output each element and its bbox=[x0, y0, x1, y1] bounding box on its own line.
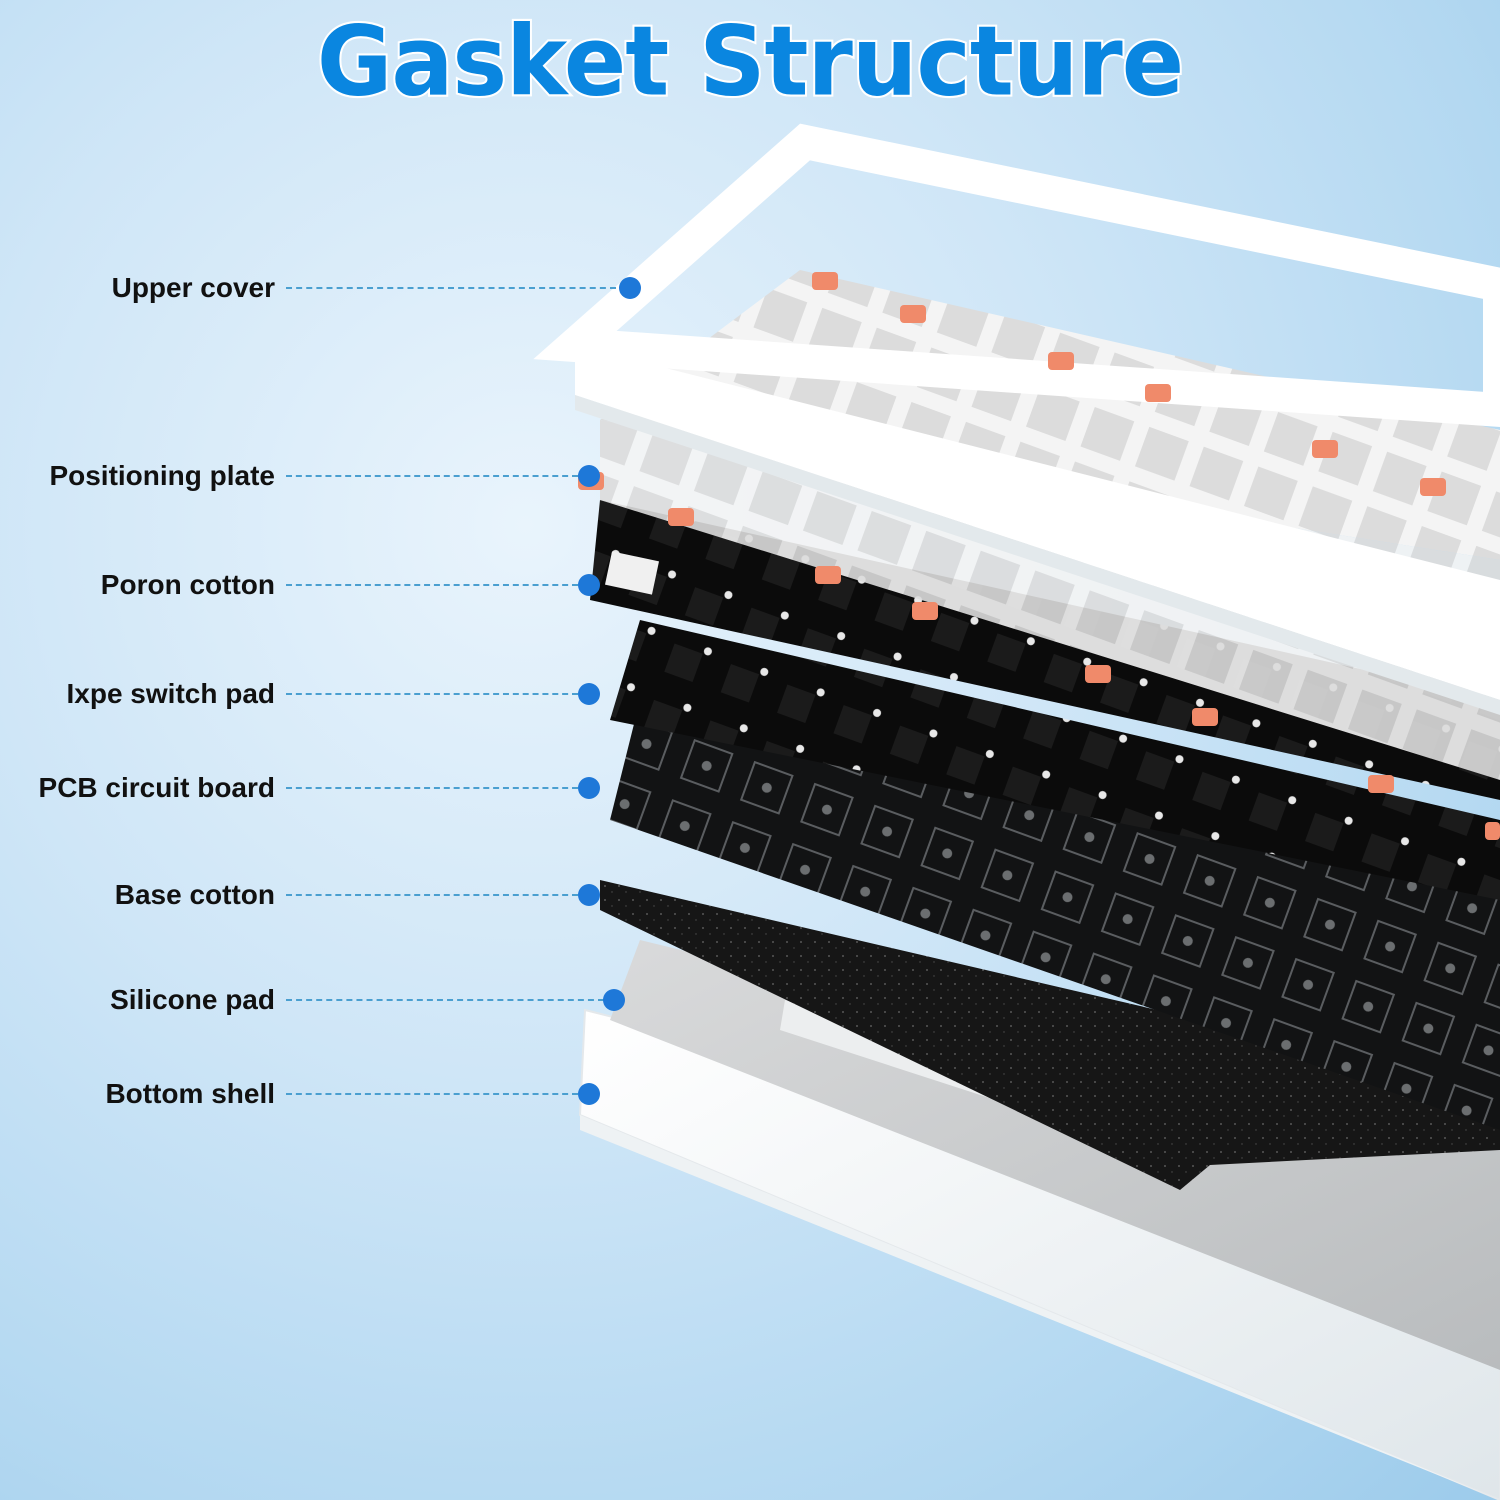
leader-line bbox=[286, 475, 578, 477]
layer-label-text: Base cotton bbox=[114, 879, 275, 910]
leader-line bbox=[286, 287, 616, 289]
layer-label-text: Poron cotton bbox=[100, 569, 275, 600]
layer-labels: Upper cover Positioning plate Poron cott… bbox=[0, 0, 641, 1500]
marker-dot bbox=[619, 277, 641, 299]
layer-label-upper-cover: Upper cover bbox=[0, 268, 641, 308]
marker-dot bbox=[578, 777, 600, 799]
ixpe-switch-pad-illustration bbox=[610, 620, 1500, 900]
layer-label-text: Upper cover bbox=[111, 272, 275, 303]
page-title: Gasket Structure bbox=[315, 3, 1186, 120]
leader-line bbox=[286, 787, 578, 789]
marker-dot bbox=[578, 683, 600, 705]
layer-label-ixpe-switch-pad: Ixpe switch pad bbox=[0, 674, 640, 714]
leader-line bbox=[286, 693, 578, 695]
leader-line bbox=[286, 894, 578, 896]
layer-label-positioning-plate: Positioning plate bbox=[0, 456, 640, 496]
layer-label-text: Bottom shell bbox=[105, 1078, 275, 1109]
leader-line bbox=[286, 999, 604, 1001]
base-cotton-illustration bbox=[600, 880, 1500, 1190]
leader-line bbox=[286, 1093, 578, 1095]
layer-label-text: Positioning plate bbox=[49, 460, 275, 491]
marker-dot bbox=[578, 574, 600, 596]
positioning-plate-illustration bbox=[600, 270, 1500, 780]
layer-label-text: PCB circuit board bbox=[38, 772, 275, 803]
layer-label-bottom-shell: Bottom shell bbox=[0, 1074, 640, 1114]
layer-label-poron-cotton: Poron cotton bbox=[0, 565, 640, 605]
layer-label-silicone-pad: Silicone pad bbox=[0, 980, 640, 1020]
layer-label-text: Silicone pad bbox=[110, 984, 275, 1015]
layer-label-text: Ixpe switch pad bbox=[66, 678, 276, 709]
upper-cover-illustration bbox=[533, 123, 1500, 715]
marker-dot bbox=[578, 884, 600, 906]
leader-line bbox=[286, 584, 578, 586]
layer-label-base-cotton: Base cotton bbox=[0, 875, 640, 915]
marker-dot bbox=[578, 465, 600, 487]
layer-label-pcb-circuit-board: PCB circuit board bbox=[0, 768, 640, 808]
pcb-circuit-board-illustration bbox=[610, 700, 1500, 1130]
marker-dot bbox=[603, 989, 625, 1011]
marker-dot bbox=[578, 1083, 600, 1105]
